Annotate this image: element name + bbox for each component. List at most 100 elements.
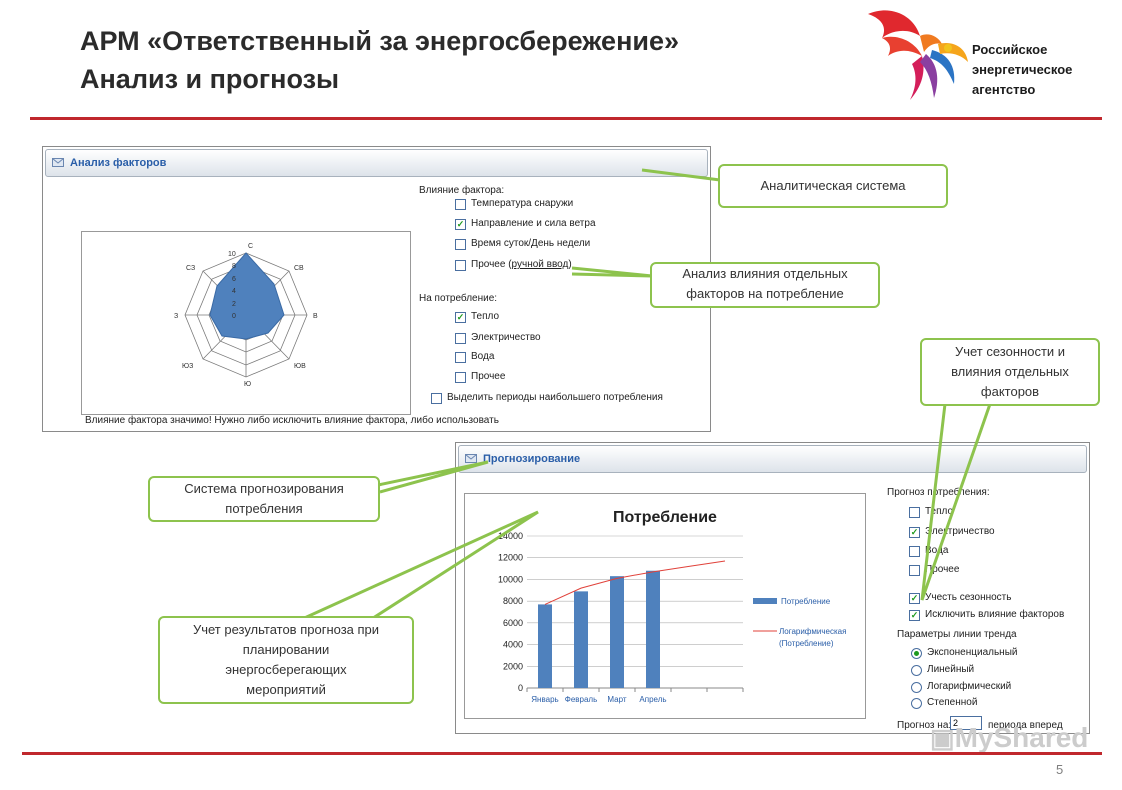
trend-label: Степенной: [927, 697, 978, 708]
agency-line2: энергетическое: [972, 62, 1073, 77]
consumption-checkbox[interactable]: [455, 352, 466, 363]
y-tick-label: 2000: [503, 661, 523, 671]
y-tick-label: 6000: [503, 618, 523, 628]
radar-direction-s: Ю: [244, 381, 251, 388]
trend-heading: Параметры линии тренда: [897, 629, 1017, 640]
consumption-checkbox[interactable]: [455, 372, 466, 383]
radar-tick: 2: [232, 301, 236, 308]
bar: [646, 570, 660, 688]
presentation-icon: ▣: [930, 723, 955, 753]
radar-direction-se: ЮВ: [294, 363, 306, 370]
radar-direction-e: В: [313, 313, 318, 320]
trend-label: Экспоненциальный: [927, 647, 1018, 658]
callout-analytics-system: Аналитическая система: [718, 164, 948, 208]
radar-direction-sw: ЮЗ: [182, 363, 193, 370]
legend-bar-swatch: [753, 598, 777, 604]
y-tick-label: 0: [518, 683, 523, 693]
legend-trend-label: Логарифмическая (Потребление): [779, 627, 846, 648]
seasonality-label: Учесть сезонность: [925, 592, 1012, 603]
callout-text: Система прогнозирования потребления: [184, 481, 344, 516]
legend-trend-line1: Логарифмическая: [779, 627, 846, 636]
y-tick-label: 12000: [498, 553, 523, 563]
highlight-checkbox[interactable]: [431, 393, 442, 404]
forecast-heading: Прогноз потребления:: [887, 487, 990, 498]
trend-radio-selected[interactable]: [911, 648, 922, 659]
resource-checkbox[interactable]: [909, 546, 920, 557]
resource-label: Электричество: [925, 526, 995, 537]
consumption-checkbox-checked[interactable]: ✓: [455, 312, 466, 323]
bar: [610, 576, 624, 688]
radar-tick: 0: [232, 313, 236, 320]
resource-label: Прочее: [925, 564, 960, 575]
forecast-panel-header: Прогнозирование: [458, 445, 1087, 473]
x-category-label: Февраль: [565, 695, 598, 704]
forecast-periods-input[interactable]: [950, 716, 982, 730]
slide-title-line2: Анализ и прогнозы: [80, 64, 340, 94]
factor-analysis-panel: Анализ факторов С СВ В ЮВ Ю ЮЗ З: [42, 146, 711, 432]
forecast-panel-title: Прогнозирование: [483, 453, 581, 465]
resource-label: Тепло: [925, 506, 954, 517]
bar: [574, 591, 588, 688]
forecast-panel: Прогнозирование Потребление 0 2000 4000 600…: [455, 442, 1090, 734]
consumption-label: Вода: [471, 351, 495, 362]
watermark: ▣MyShared: [930, 722, 1088, 754]
seasonality-checkbox-checked[interactable]: ✓: [909, 593, 920, 604]
factor-label: Направление и сила ветра: [471, 218, 596, 229]
trend-label: Линейный: [927, 664, 975, 675]
x-category-label: Апрель: [639, 695, 666, 704]
radar-chart-svg: С СВ В ЮВ Ю ЮЗ З СЗ 10 8 6 4 2 0: [174, 243, 318, 388]
factor-checkbox[interactable]: [455, 239, 466, 250]
resource-checkbox-checked[interactable]: ✓: [909, 527, 920, 538]
periods-ahead-label: периода вперед: [988, 720, 1063, 731]
callout-factor-analysis: Анализ влияния отдельных факторов на пот…: [650, 262, 880, 308]
slide-title-line1: АРМ «Ответственный за энергосбережение»: [80, 26, 680, 56]
consumption-heading: На потребление:: [419, 293, 498, 304]
watermark-text: MyShared: [954, 722, 1089, 753]
consumption-checkbox[interactable]: [455, 333, 466, 344]
factor-footer-message: Влияние фактора значимо! Нужно либо искл…: [85, 415, 499, 426]
trend-label: Логарифмический: [927, 681, 1012, 692]
consumption-chart-svg: Потребление 0200040006000800010000120001…: [498, 509, 846, 704]
factor-checkbox[interactable]: [455, 260, 466, 271]
phoenix-logo-icon: [868, 10, 968, 100]
resource-label: Вода: [925, 545, 949, 556]
radar-direction-nw: СЗ: [186, 265, 195, 272]
factor-label: Температура снаружи: [471, 198, 574, 209]
influence-heading: Влияние фактора:: [419, 185, 505, 196]
exclude-label: Исключить влияние факторов: [925, 609, 1065, 620]
chart-title: Потребление: [613, 509, 717, 526]
y-tick-label: 8000: [503, 596, 523, 606]
manual-entry-link[interactable]: ручной ввод: [511, 259, 569, 270]
radar-direction-w: З: [174, 313, 178, 320]
resource-checkbox[interactable]: [909, 507, 920, 518]
radar-tick: 6: [232, 276, 236, 283]
factor-checkbox[interactable]: [455, 199, 466, 210]
envelope-icon: [465, 454, 477, 463]
envelope-icon: [52, 158, 64, 167]
trendline: [544, 560, 726, 605]
trend-radio[interactable]: [911, 665, 922, 676]
exclude-checkbox-checked[interactable]: ✓: [909, 610, 920, 621]
legend-trend-line2: (Потребление): [779, 639, 834, 648]
factor-label-close: ): [568, 259, 572, 270]
factor-checkbox-checked[interactable]: ✓: [455, 219, 466, 230]
trend-radio[interactable]: [911, 698, 922, 709]
y-tick-label: 4000: [503, 640, 523, 650]
trend-radio[interactable]: [911, 682, 922, 693]
legend-series-label: Потребление: [781, 597, 831, 606]
top-divider: [30, 117, 1102, 120]
callout-text: Анализ влияния отдельных факторов на пот…: [682, 266, 848, 301]
callout-text: Учет результатов прогноза при планирован…: [192, 622, 380, 697]
agency-name: Российское энергетическое агентство: [972, 40, 1072, 100]
consumption-label: Прочее: [471, 371, 506, 382]
factor-label: Прочее (ручной ввод): [471, 259, 572, 270]
callout-text: Аналитическая система: [760, 178, 906, 193]
radar-tick: 8: [232, 263, 236, 270]
resource-checkbox[interactable]: [909, 565, 920, 576]
agency-line1: Российское: [972, 42, 1048, 57]
radar-direction-ne: СВ: [294, 265, 304, 272]
radar-tick: 4: [232, 288, 236, 295]
highlight-label: Выделить периоды наибольшего потребления: [447, 392, 663, 403]
factor-label: Время суток/День недели: [471, 238, 591, 249]
